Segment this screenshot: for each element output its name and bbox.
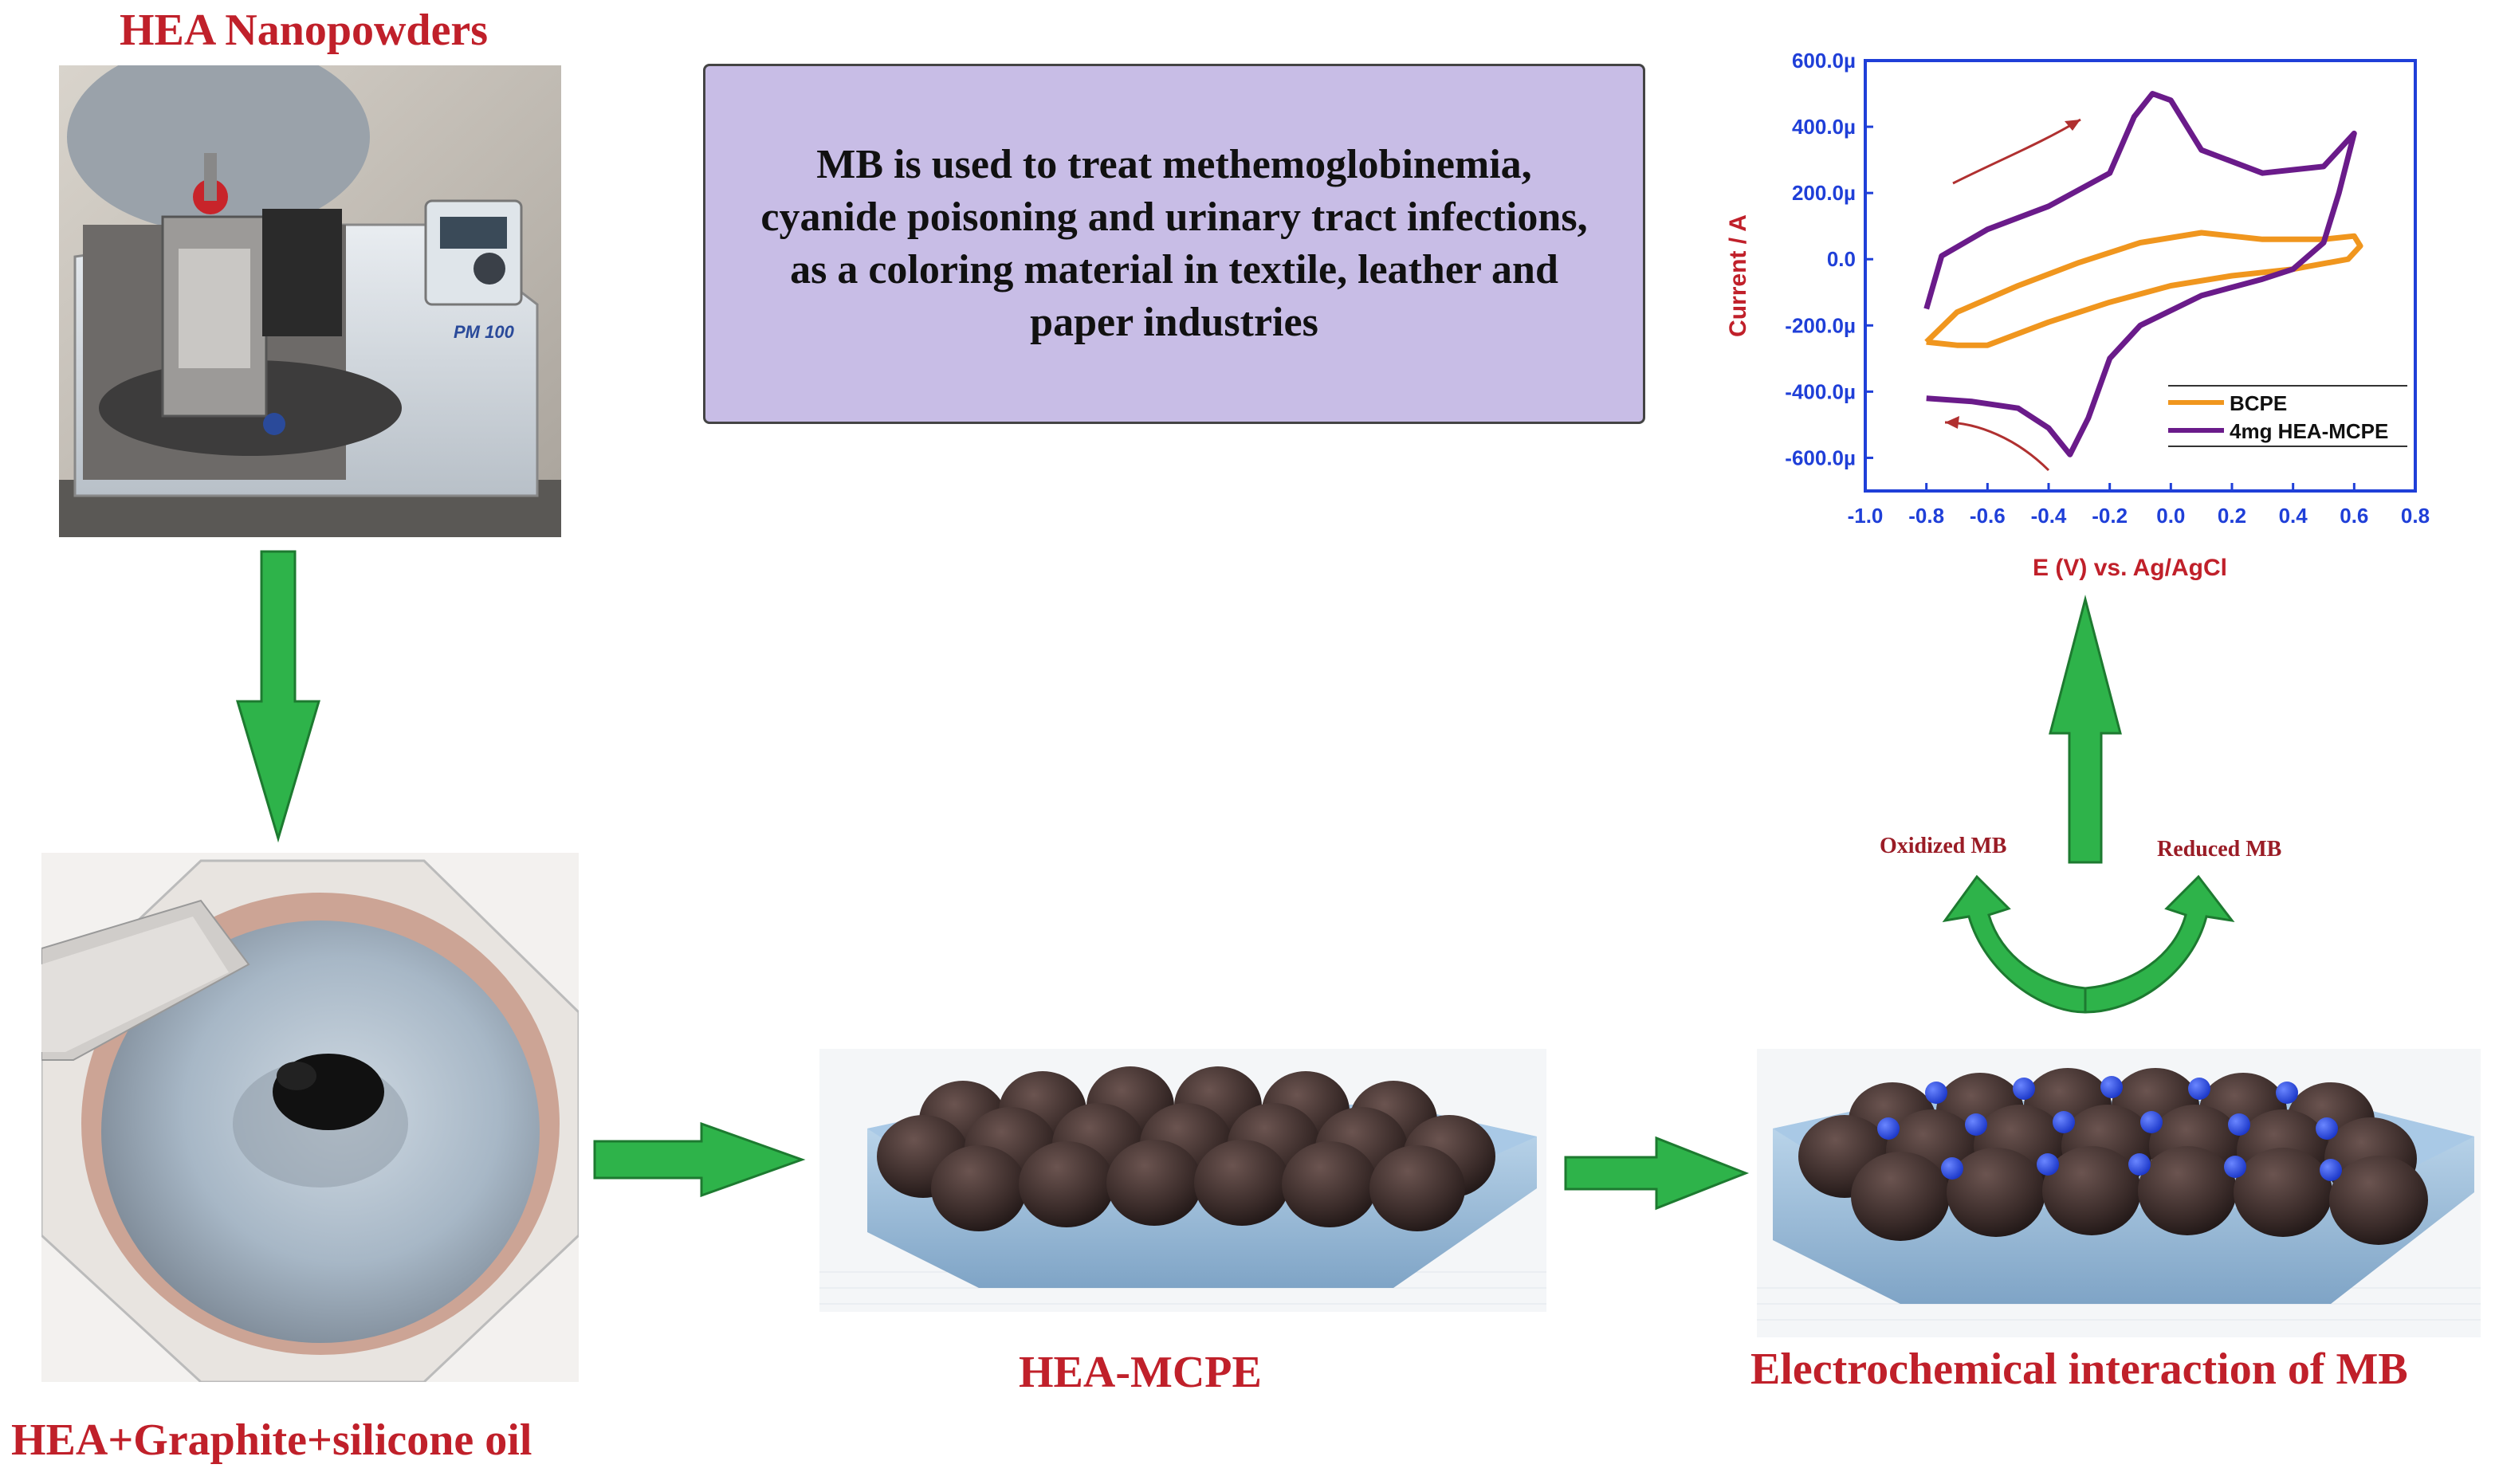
- y-tick-label: 200.0µ: [1792, 181, 1856, 205]
- mill-model-label: PM 100: [454, 322, 514, 342]
- legend-label-bcpe: BCPE: [2230, 391, 2287, 415]
- series-line-hea-mcpe: [1923, 91, 2357, 457]
- hea-nanopowders-label: HEA Nanopowders: [120, 6, 489, 55]
- hea-mcpe-electrode-graphic: [819, 1049, 1546, 1312]
- y-tick-label: -200.0µ: [1785, 313, 1856, 337]
- hea-mcpe-label: HEA-MCPE: [1019, 1348, 1262, 1397]
- arrow-up: [2049, 595, 2122, 864]
- arrow-down: [235, 550, 321, 843]
- mb-interaction-electrode-graphic: [1757, 1049, 2481, 1337]
- chart-legend: BCPE 4mg HEA-MCPE: [2168, 385, 2407, 447]
- x-tick-label: -0.6: [1970, 504, 2006, 528]
- series-line-bcpe: [1924, 230, 2363, 348]
- y-tick-label: 600.0µ: [1792, 49, 1856, 73]
- mb-molecules: [1877, 1076, 2342, 1181]
- y-tick-label: 400.0µ: [1792, 115, 1856, 139]
- sphere-layer-mcpe: [877, 1066, 1495, 1231]
- reduced-mb-label: Reduced MB: [2157, 837, 2282, 862]
- x-axis-label: E (V) vs. Ag/AgCl: [2033, 555, 2227, 581]
- mb-info-text: MB is used to treat methemoglobinemia, c…: [760, 142, 1588, 345]
- y-tick-label: -600.0µ: [1785, 446, 1856, 469]
- y-tick-label: -400.0µ: [1785, 379, 1856, 403]
- electrochemical-interaction-label: Electrochemical interaction of MB: [1750, 1345, 2408, 1394]
- mb-interaction-electrode: [1757, 1049, 2481, 1337]
- mortar-photo: [41, 853, 579, 1382]
- curved-arrow-reduced: [2084, 874, 2235, 1014]
- cv-chart: -1.0 -0.8 -0.6 -0.4 -0.2 0.0 0.2 0.4 0.6 0.8 600.0…: [1725, 49, 2430, 581]
- ball-mill-photo: PM 100: [59, 65, 561, 537]
- x-tick-label: 0.2: [2218, 504, 2246, 528]
- oxidized-mb-label: Oxidized MB: [1880, 834, 2007, 858]
- x-tick-label: -0.4: [2031, 504, 2067, 528]
- x-tick-label: -1.0: [1848, 504, 1884, 528]
- mb-info-box: MB is used to treat methemoglobinemia, c…: [703, 64, 1645, 424]
- y-axis-label: Current / A: [1725, 214, 1751, 337]
- x-tick-label: -0.8: [1908, 504, 1944, 528]
- hea-mcpe-electrode: [819, 1049, 1546, 1312]
- x-tick-label: -0.2: [2092, 504, 2128, 528]
- legend-label-hea: 4mg HEA-MCPE: [2230, 419, 2388, 443]
- x-tick-label: 0.0: [2156, 504, 2185, 528]
- y-tick-label: 0.0: [1827, 247, 1856, 271]
- arrow-right-1: [593, 1121, 806, 1198]
- hea-graphite-silicone-oil-label: HEA+Graphite+silicone oil: [11, 1415, 532, 1465]
- x-tick-label: 0.6: [2340, 504, 2368, 528]
- x-tick-label: 0.4: [2279, 504, 2308, 528]
- curved-arrow-oxidized: [1942, 874, 2087, 1014]
- arrow-right-2: [1564, 1136, 1750, 1211]
- direction-arrows: [1944, 118, 2081, 472]
- x-tick-label: 0.8: [2401, 504, 2430, 528]
